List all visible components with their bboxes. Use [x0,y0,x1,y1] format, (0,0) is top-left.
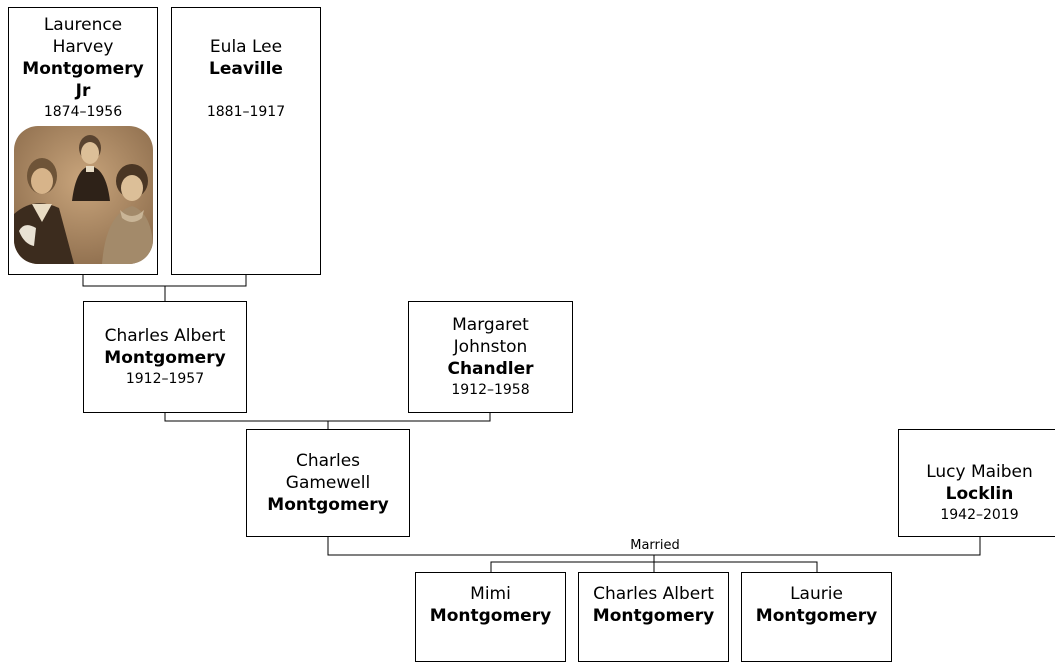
person-given-name: Eula Lee [209,37,283,57]
person-surname: Montgomery [429,606,552,626]
person-given-name: Laurie [790,584,843,604]
person-dates: 1912–1957 [125,371,205,387]
person-card-mimi-montgomery[interactable]: Mimi Montgomery [415,572,566,662]
person-surname: Montgomery [267,495,389,515]
person-surname: Montgomery [104,348,226,368]
person-surname: Leaville [209,59,283,79]
person-surname: Montgomery [592,606,715,626]
person-given-name: Margaret Johnston [452,315,529,357]
person-given-name: Lucy Maiben [926,462,1033,482]
person-given-name: Charles Albert [593,584,714,604]
person-dates: 1874–1956 [43,104,123,120]
person-card-charles-albert-montgomery[interactable]: Charles Albert Montgomery 1912–1957 [83,301,247,413]
person-card-charles-gamewell-montgomery[interactable]: Charles Gamewell Montgomery [246,429,410,537]
person-card-eula-lee-leaville[interactable]: Eula Lee Leaville 1881–1917 [171,7,321,275]
person-given-name: Charles Gamewell [285,451,371,493]
person-surname: Chandler [447,359,534,379]
person-given-name: Mimi [470,584,511,604]
person-card-laurie-montgomery[interactable]: Laurie Montgomery [741,572,892,662]
person-surname: Montgomery Jr [22,59,144,101]
person-surname: Montgomery [755,606,878,626]
person-dates: 1912–1958 [451,382,530,398]
person-surname: Locklin [945,484,1014,504]
person-dates: 1942–2019 [940,507,1019,523]
person-dates: 1881–1917 [206,104,286,120]
couple-connector-charles-albert-margaret [164,413,491,422]
person-given-name: Charles Albert [104,326,226,346]
person-given-name: Laurence Harvey [43,15,123,57]
family-photo-image [13,126,153,264]
person-card-laurence-harvey-montgomery-jr[interactable]: Laurence Harvey Montgomery Jr 1874–1956 [8,7,158,275]
person-card-charles-albert-montgomery-child[interactable]: Charles Albert Montgomery [578,572,729,662]
couple-connector-laurence-eula [82,275,247,287]
relationship-label-married: Married [600,538,710,554]
person-card-lucy-maiben-locklin[interactable]: Lucy Maiben Locklin 1942–2019 [898,429,1055,537]
person-card-margaret-johnston-chandler[interactable]: Margaret Johnston Chandler 1912–1958 [408,301,573,413]
